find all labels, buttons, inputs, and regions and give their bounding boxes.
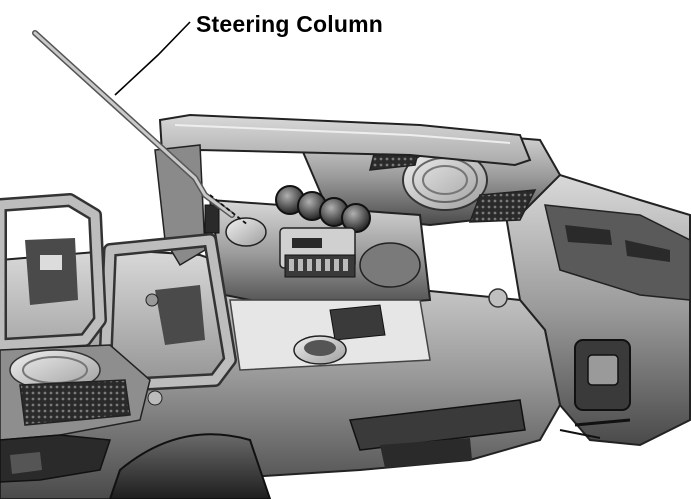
seat-frame-rear bbox=[0, 193, 107, 352]
front-wheel-arch bbox=[0, 433, 272, 499]
steering-column-shaft bbox=[32, 30, 249, 226]
callout-leader-line bbox=[114, 21, 191, 96]
rear-fender bbox=[498, 173, 691, 447]
front-speaker bbox=[0, 344, 163, 441]
steering-column-label: Steering Column bbox=[196, 11, 383, 37]
gauge-4 bbox=[341, 203, 371, 233]
rear-hub-bracket bbox=[559, 339, 631, 439]
cockpit-floor bbox=[229, 299, 431, 371]
